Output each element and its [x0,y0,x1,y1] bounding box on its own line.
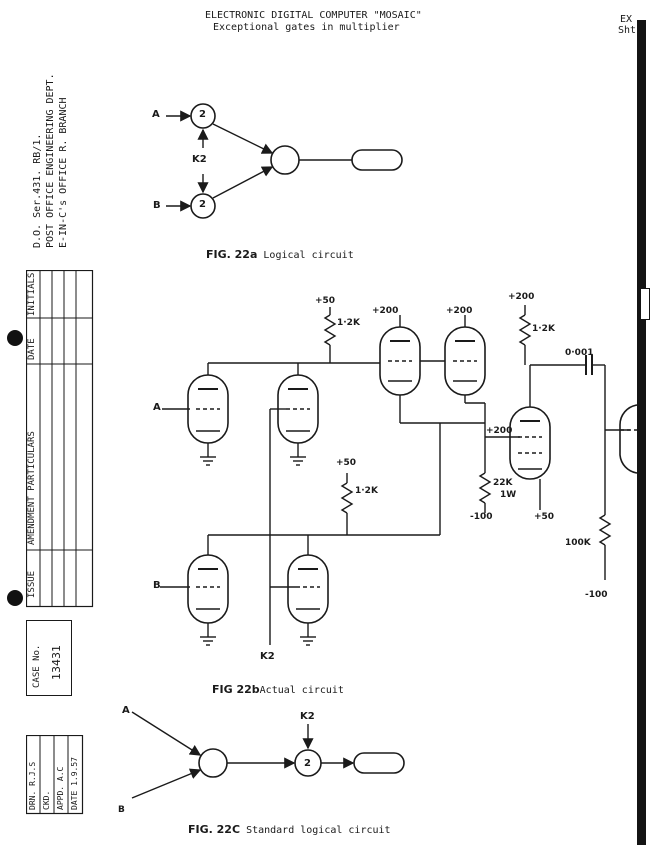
corner-sheet: Sht. [618,25,643,36]
sign-ckd: CKD. [42,790,51,810]
fig22c-caption: FIG. 22C Standard logical circuit [188,823,391,836]
fig22a-input-b: B [153,200,161,211]
table-header-date: DATE [27,338,37,360]
label-100k: 100K [565,538,591,548]
label-cap-0-001: 0·001 [565,348,594,358]
table-header-amendment: AMENDMENT PARTICULARS [27,431,37,545]
label-p200-b: +200 [446,306,473,316]
margin-ref-line2: POST OFFICE ENGINEERING DEPT. [45,73,56,248]
corner-ex: EX [620,14,633,25]
gate-or-std [198,748,228,778]
fig22b-input-b: B [153,580,161,591]
margin-ref-line3: E-IN-C's OFFICE R. BRANCH [58,97,69,248]
case-box [26,620,72,696]
label-m100-right: -100 [585,590,608,600]
label-1-2k-top: 1·2K [337,318,360,328]
fig22c-diagram [131,711,405,799]
table-header-initials: INITIALS [27,272,37,316]
label-22k: 22K [493,478,513,488]
right-border-strip [637,20,646,845]
label-p200-a: +200 [372,306,399,316]
fig22a-caption: FIG. 22a Logical circuit [206,248,354,261]
amendment-table [26,270,94,608]
case-number: 13431 [50,645,63,680]
label-22k-1w: 1W [500,490,517,500]
gate-bottom [190,193,216,219]
page-subtitle: Exceptional gates in multiplier [213,22,400,33]
page-title: ELECTRONIC DIGITAL COMPUTER "MOSAIC" [205,10,422,21]
gate-top [190,103,216,129]
output-terminal-std [353,752,405,774]
border-notch [640,288,650,320]
label-p200-c: +200 [508,292,535,302]
label-1-2k-right: 1·2K [532,324,555,334]
case-label: CASE No. [32,644,42,688]
fig22c-input-a: A [122,705,130,716]
fig22a-input-a: A [152,109,160,120]
label-p200-grid: +200 [486,426,513,436]
fig22c-control: K2 [300,711,315,722]
output-terminal [351,149,403,171]
fig22a-gate-bottom-label: 2 [199,199,206,210]
fig22a-diagram [166,103,403,219]
label-1-2k-mid: 1·2K [355,486,378,496]
fig22c-input-b: B [118,805,125,815]
fig22b-caption: FIG 22bActual circuit [212,683,344,696]
fig22b-diagram [160,305,638,646]
punch-hole-bottom [7,590,23,606]
gate-or [270,145,300,175]
fig22c-gate-label: 2 [304,758,311,769]
signature-box [26,735,84,815]
label-p50-mid: +50 [336,458,357,468]
table-header-issue: ISSUE [27,570,37,598]
fig22b-control: K2 [260,651,275,662]
sign-appd: APPD. A.C [56,766,65,810]
label-m100-left: -100 [470,512,493,522]
fig22b-input-a: A [153,402,161,413]
label-p50-top: +50 [315,296,336,306]
punch-hole-top [7,330,23,346]
fig22a-gate-top-label: 2 [199,109,206,120]
sign-date: DATE 1.9.57 [70,757,79,810]
sign-drn: DRN. R.J.S [28,761,37,810]
margin-ref-line1: D.O. Ser.431. RB/1. [32,133,43,248]
fig22a-control: K2 [192,154,207,165]
label-p50-cathode: +50 [534,512,555,522]
